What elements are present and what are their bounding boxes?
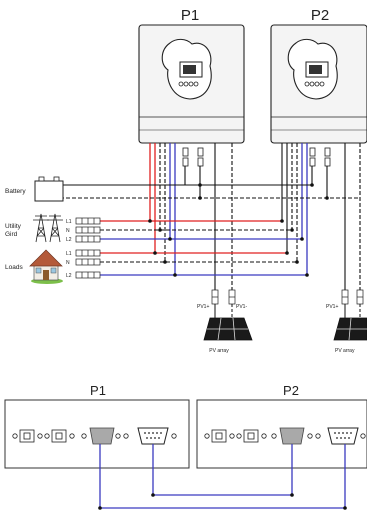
pv1-minus-label: PV1-	[236, 304, 247, 310]
pv2-plus-label: PV1+	[326, 304, 338, 310]
solar-panel-icon	[203, 317, 253, 341]
pv-array-2: PV1+ PV array	[326, 289, 367, 354]
utility-label-2: Gird	[5, 231, 18, 238]
comm-panel-p2-label: P2	[283, 383, 299, 398]
db9-port-out	[137, 427, 169, 445]
comm-cables	[98, 444, 347, 510]
rj45-ports	[204, 429, 277, 443]
utility-label-1: Utility	[5, 223, 22, 230]
loads-terminal-l1: L1	[66, 251, 72, 257]
utility-terminal-l2: L2	[66, 237, 72, 243]
house-icon	[29, 249, 63, 284]
inverter-p1: P1	[138, 7, 245, 167]
db9-port-in	[89, 427, 115, 445]
utility-terminal-l1: L1	[66, 219, 72, 225]
db9-port-in	[279, 427, 305, 445]
loads-terminal-n: N	[66, 260, 70, 266]
solar-panel-icon	[333, 317, 367, 341]
battery-icon	[34, 176, 64, 202]
inverter-p2: P2	[270, 7, 367, 167]
loads-terminal-block: L1 N L2	[66, 249, 101, 279]
utility-grid: Utility Gird L1 N L2	[5, 213, 101, 243]
pv-array-1: PV1+ PV1- PV array	[197, 289, 253, 354]
inverter-p2-display-icon	[287, 38, 338, 100]
pv1-plus-label: PV1+	[197, 304, 209, 310]
comm-panel-p2: P2	[196, 383, 367, 469]
rj45-ports	[12, 429, 87, 443]
inverter-p1-fuses	[182, 147, 204, 167]
comm-panel-p1: P1	[4, 383, 190, 469]
inverter-p2-fuses	[309, 147, 331, 167]
battery-label: Battery	[5, 188, 26, 195]
utility-terminal-block: L1 N L2	[66, 217, 101, 243]
transmission-tower-icon	[33, 213, 63, 243]
wiring-top	[60, 143, 361, 290]
battery: Battery	[5, 176, 64, 202]
pv-array-2-label: PV array	[335, 348, 355, 354]
inverter-p1-display-icon	[161, 38, 212, 100]
db9-port-out	[327, 427, 359, 445]
loads-terminal-l2: L2	[66, 273, 72, 279]
loads: Loads L1 N L2	[5, 249, 101, 284]
comm-panel-p1-label: P1	[90, 383, 106, 398]
pv-array-1-label: PV array	[209, 348, 229, 354]
utility-terminal-n: N	[66, 228, 70, 234]
inverter-p1-label: P1	[181, 7, 199, 24]
loads-label: Loads	[5, 264, 23, 271]
inverter-p2-label: P2	[311, 7, 329, 24]
junction-dots	[148, 183, 329, 277]
